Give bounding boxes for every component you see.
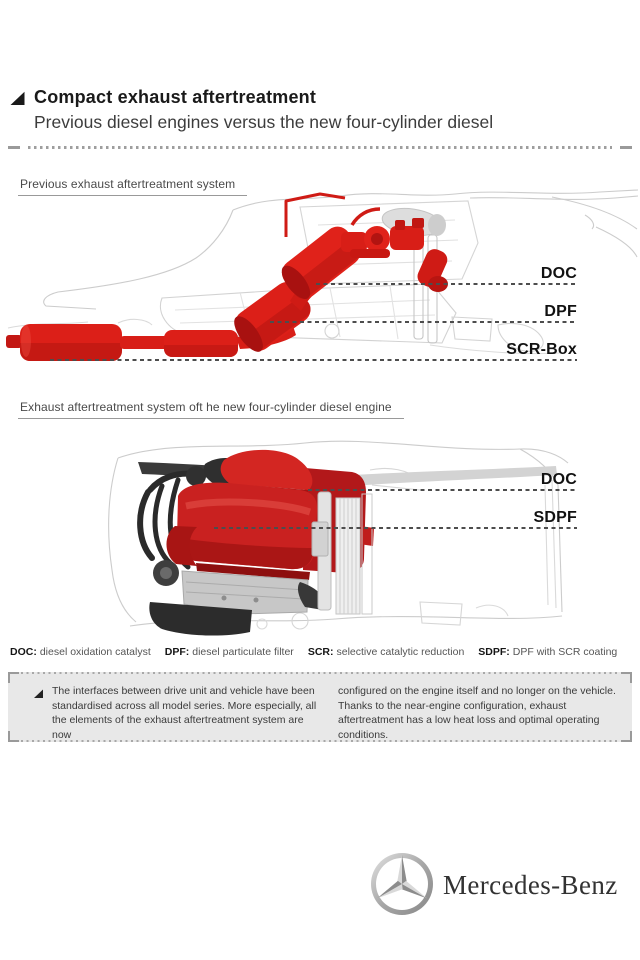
callout-label-doc-1: DOC — [540, 265, 577, 282]
mercedes-star-logo — [371, 853, 433, 915]
note-triangle-icon — [34, 689, 43, 698]
title-triangle-icon — [10, 91, 25, 105]
callout-label-doc-2: DOC — [540, 471, 577, 488]
callout-label-scr-box: SCR-Box — [506, 341, 577, 358]
note-box-corner — [8, 672, 19, 683]
page-title: Compact exhaust aftertreatment — [34, 87, 317, 107]
note-column-1: The interfaces between drive unit and ve… — [52, 685, 317, 741]
previous-system-illustration — [6, 189, 639, 361]
section-label-new-system: Exhaust aftertreatment system oft he new… — [18, 400, 404, 419]
glossary-item: DOC:diesel oxidation catalyst — [10, 646, 151, 658]
glossary: DOC:diesel oxidation catalyst DPF:diesel… — [10, 646, 617, 658]
note-box-dotted-border — [21, 672, 619, 674]
new-engine-illustration — [108, 440, 569, 636]
note-box-corner — [8, 731, 19, 742]
exhaust-system-red — [6, 192, 448, 361]
radiator — [311, 491, 373, 615]
glossary-item: SDPF:DPF with SCR coating — [478, 646, 618, 658]
dpf-callout-line — [270, 321, 577, 323]
section-label-previous-system: Previous exhaust aftertreatment system — [18, 177, 248, 196]
glossary-item: DPF:diesel particulate filter — [164, 646, 294, 658]
note-box-dotted-border — [21, 740, 619, 742]
scr-box-callout-line — [50, 359, 577, 361]
air-duct-opening — [428, 214, 446, 236]
callout-label-dpf: DPF — [544, 303, 577, 320]
separator-end-dash — [8, 146, 20, 149]
note-column-2: configured on the engine itself and no l… — [338, 685, 616, 741]
separator-end-dash — [620, 146, 632, 149]
separator-dots — [28, 146, 612, 149]
doc-canister — [281, 226, 361, 300]
glossary-item: SCR:selective catalytic reduction — [307, 646, 465, 658]
note-box: The interfaces between drive unit and ve… — [8, 672, 632, 742]
doc-callout-line-1 — [316, 283, 577, 285]
air-filter-cap — [186, 466, 206, 486]
note-box-corner — [621, 672, 632, 683]
dotted-separator — [8, 146, 632, 149]
doc-callout-line-2 — [308, 489, 577, 491]
sdpf-callout-line — [214, 527, 577, 529]
oil-pan — [149, 602, 252, 636]
hood-edge — [333, 466, 557, 487]
note-box-corner — [621, 731, 632, 742]
brand-wordmark: Mercedes-Benz — [443, 870, 618, 900]
page-subtitle: Previous diesel engines versus the new f… — [34, 112, 494, 132]
turbo-manifold-cluster — [341, 218, 448, 292]
callout-label-sdpf: SDPF — [533, 509, 577, 526]
